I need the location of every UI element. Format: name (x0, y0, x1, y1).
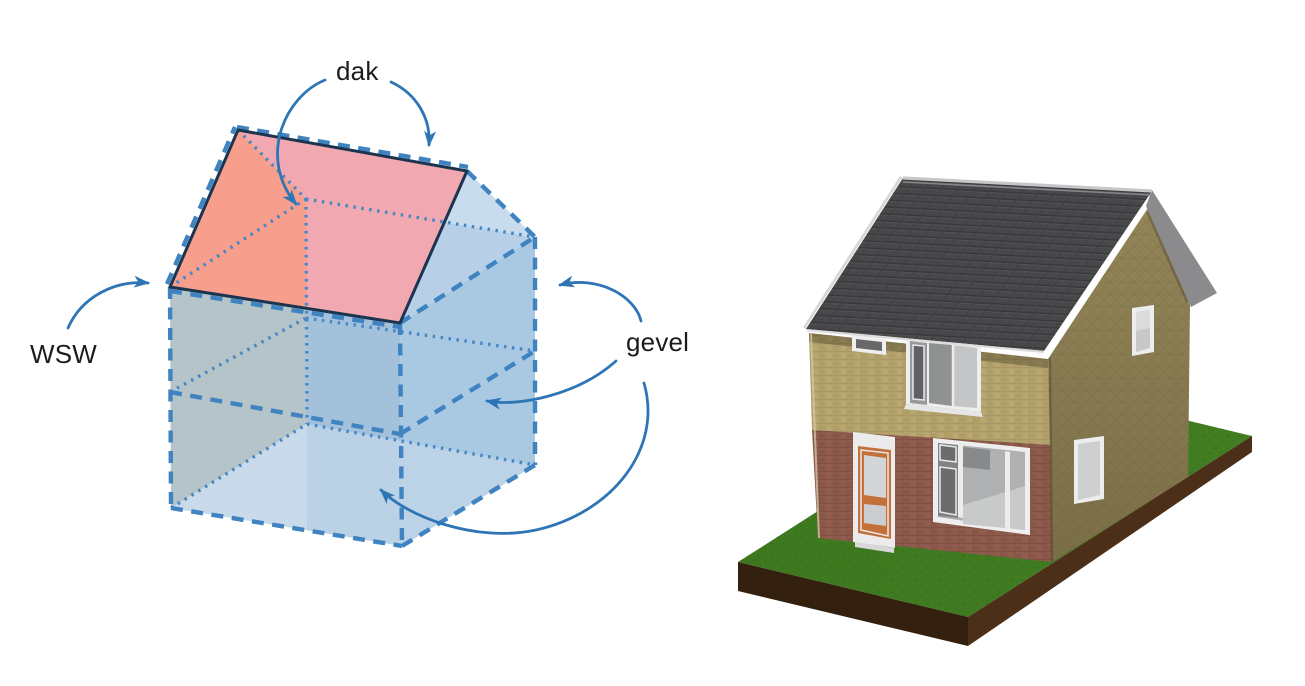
label-roof: dak (336, 56, 379, 86)
eave-fascia (805, 328, 1045, 354)
near-corner-edge (1048, 357, 1054, 563)
schematic-house-diagram (66, 78, 650, 549)
roof-back-sliver (444, 171, 535, 237)
rendered-house (738, 176, 1252, 646)
soil-side-face (968, 436, 1252, 646)
arrow-gevel-middle (485, 359, 618, 410)
side-openings (1074, 305, 1154, 504)
roof-outline (168, 128, 469, 325)
ridge-cap-shadow (902, 181, 1152, 196)
ridge-cap (902, 176, 1153, 193)
label-facade: gevel (626, 327, 690, 357)
gable-barge-band (1146, 190, 1217, 307)
schematic-faces (170, 130, 535, 546)
visible-edges-dashed (164, 124, 538, 549)
barge-board (802, 176, 903, 329)
living-window (933, 438, 1030, 535)
arrow-dak-left (276, 78, 327, 206)
side-upper-window (1132, 305, 1154, 356)
left-wall-face (170, 287, 307, 508)
gable-overhang-shadow (1146, 211, 1190, 303)
side-lower-window (1074, 436, 1104, 504)
front-openings (852, 335, 1030, 553)
door-threshold (855, 542, 894, 553)
roof-slope (806, 178, 1152, 351)
label-orientation: WSW (30, 339, 98, 369)
arrow-gevel-bottom (379, 381, 650, 535)
arrow-wsw (66, 275, 150, 330)
roof (802, 176, 1217, 354)
upper-window (904, 337, 983, 417)
front-corner-trim (810, 332, 820, 539)
hidden-edges-dotted (169, 128, 536, 510)
door-glass-upper (864, 455, 886, 498)
soil-front-face (738, 562, 968, 646)
floor-face (171, 424, 535, 546)
door-glass-lower (864, 504, 886, 526)
front-door (853, 432, 895, 553)
upper-window-sill (904, 404, 983, 417)
annotation-arrows (66, 78, 650, 535)
vent-window (852, 335, 886, 355)
arrow-gevel-top (558, 275, 643, 323)
arrow-dak-right (389, 80, 437, 147)
